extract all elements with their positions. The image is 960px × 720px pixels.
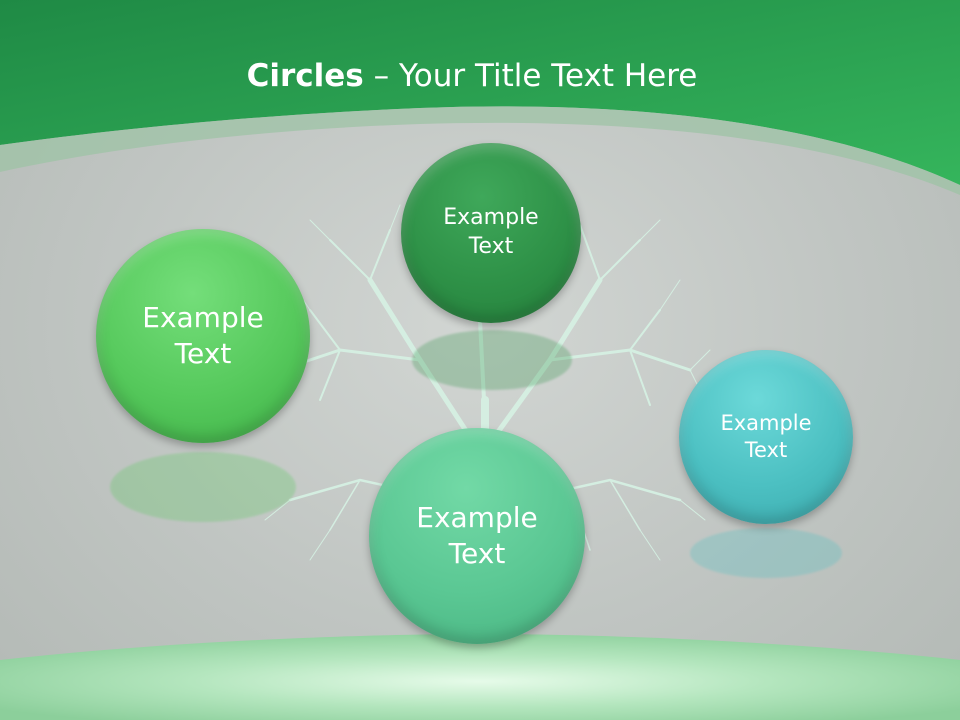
slide-title: Circles – Your Title Text Here	[0, 52, 944, 100]
circle-reflection	[110, 452, 296, 522]
floor-glow	[0, 634, 960, 720]
header-banner	[0, 0, 960, 195]
circle-top[interactable]: Example Text	[401, 143, 581, 323]
circle-label-line2: Text	[468, 234, 514, 259]
circle-label-line1: Example	[443, 205, 539, 231]
circle-label-line2: Text	[174, 337, 232, 370]
circle-left[interactable]: Example Text	[96, 229, 310, 443]
circle-label-line1: Example	[720, 410, 812, 435]
circle-bottom[interactable]: Example Text	[369, 428, 585, 644]
circle-label-line1: Example	[142, 300, 264, 334]
circle-label-line2: Text	[744, 438, 788, 462]
circle-right[interactable]: Example Text	[679, 350, 853, 524]
title-rest: – Your Title Text Here	[363, 58, 698, 94]
circle-label-line2: Text	[448, 537, 506, 570]
title-bold: Circles	[246, 58, 364, 94]
circle-reflection	[690, 528, 842, 578]
circle-label-line1: Example	[416, 500, 538, 534]
circle-reflection	[412, 330, 572, 390]
